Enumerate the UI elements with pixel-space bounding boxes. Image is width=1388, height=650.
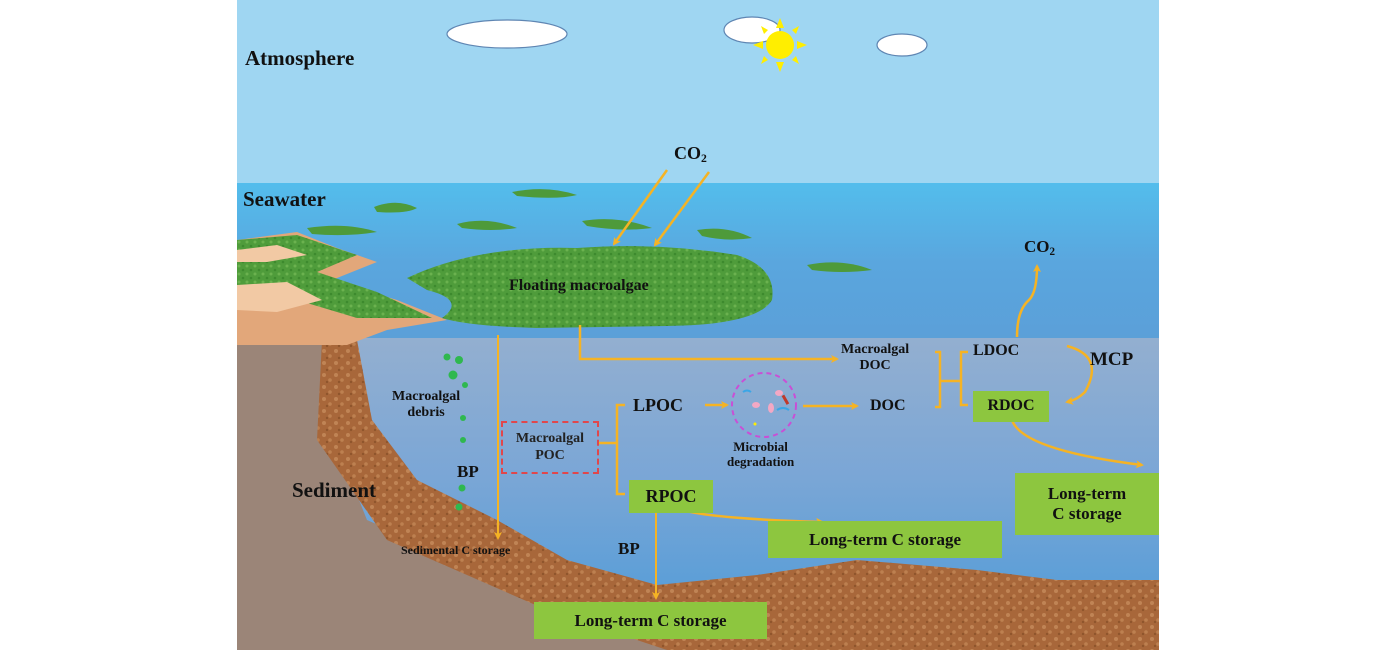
rock — [237, 340, 667, 650]
co2-right-sub: 2 — [1049, 245, 1056, 258]
mcp-arrow — [1065, 344, 1094, 405]
microbial-degradation-label: Microbial degradation — [727, 439, 795, 470]
doc-label: DOC — [870, 397, 906, 414]
ldoc-to-co2-arrow — [1015, 264, 1041, 338]
diagram-scene — [237, 0, 1159, 650]
co2-uptake-arrow — [612, 169, 669, 246]
sedimental-storage-label: Sedimental C storage — [401, 543, 511, 557]
macroalgal-doc-line2: DOC — [859, 358, 891, 374]
zone-label-atmosphere: Atmosphere — [245, 46, 355, 70]
rdoc-label: RDOC — [987, 397, 1035, 415]
macroalgal-poc-line1: Macroalgal — [515, 431, 585, 447]
macroalgal-debris-line1: Macroalgal — [392, 389, 461, 404]
macroalgal-debris-particles — [443, 353, 468, 511]
co2-top-sub: 2 — [701, 151, 707, 165]
lpoc-label: LPOC — [633, 395, 684, 415]
macroalgal-debris-label: Macroalgal debris — [392, 389, 460, 421]
algae-patch — [374, 202, 417, 213]
co2-right-label: CO2 — [1024, 237, 1055, 258]
sun-icon — [753, 18, 807, 72]
macroalgal-doc-line1: Macroalgal — [841, 342, 910, 357]
rpoc-label: RPOC — [645, 486, 697, 507]
algae-patch — [697, 228, 752, 240]
zone-label-seawater: Seawater — [243, 187, 326, 211]
co2-uptake-arrow — [653, 171, 711, 247]
algae-patch — [307, 225, 377, 236]
long-term-storage-box-rpoc-right: Long-term C storage — [768, 521, 1002, 558]
bp-left-label: BP — [457, 462, 479, 481]
zone-label-sediment: Sediment — [292, 478, 376, 502]
doc-release-arrow — [578, 325, 839, 363]
sediment-layer — [317, 340, 1159, 650]
shore-sand — [237, 282, 322, 312]
doc-branch-bracket — [959, 350, 968, 407]
rdoc-to-storage-arrow — [1010, 419, 1144, 469]
microbial-degradation-line1: Microbial — [733, 439, 788, 454]
algae-patch — [807, 262, 872, 272]
shore-sand — [237, 245, 307, 262]
macroalgal-poc-line2: POC — [535, 447, 565, 463]
doc-bracket — [935, 350, 942, 409]
macroalgal-debris-line2: debris — [407, 405, 445, 421]
sky — [237, 0, 1159, 185]
long-term-storage-rdoc-line1: Long-term — [1047, 484, 1127, 504]
floating-macroalgae-label: Floating macroalgae — [509, 277, 649, 294]
rdoc-box: RDOC — [973, 391, 1049, 422]
bp-bottom-label: BP — [618, 539, 640, 558]
long-term-storage-box-rdoc: Long-term C storage — [1015, 473, 1159, 535]
algae-patch — [582, 219, 652, 230]
co2-top-label: CO2 — [674, 143, 707, 165]
poc-branch-bracket — [615, 403, 625, 496]
macroalgal-doc-label: Macroalgal DOC — [841, 342, 909, 374]
co2-top-main: CO — [674, 143, 701, 163]
microbe-community-icon — [731, 372, 797, 438]
diagram-canvas: Atmosphere Seawater Sediment CO2 CO2 Flo… — [237, 0, 1159, 650]
co2-right-main: CO — [1024, 237, 1050, 256]
floating-macroalgae-mat — [407, 246, 773, 328]
macroalgal-poc-box: Macroalgal POC — [501, 421, 599, 474]
algae-patch — [512, 189, 577, 198]
long-term-storage-label: Long-term C storage — [574, 610, 727, 630]
algae-patch — [457, 220, 517, 230]
ldoc-label: LDOC — [973, 342, 1020, 359]
long-term-storage-rdoc-line2: C storage — [1052, 504, 1122, 523]
long-term-storage-label: Long-term C storage — [808, 529, 961, 549]
cloud — [446, 16, 928, 57]
mcp-label: MCP — [1090, 349, 1134, 370]
long-term-storage-box-rpoc-down: Long-term C storage — [534, 602, 767, 639]
microbial-degradation-line2: degradation — [727, 453, 795, 469]
rpoc-box: RPOC — [629, 480, 713, 513]
